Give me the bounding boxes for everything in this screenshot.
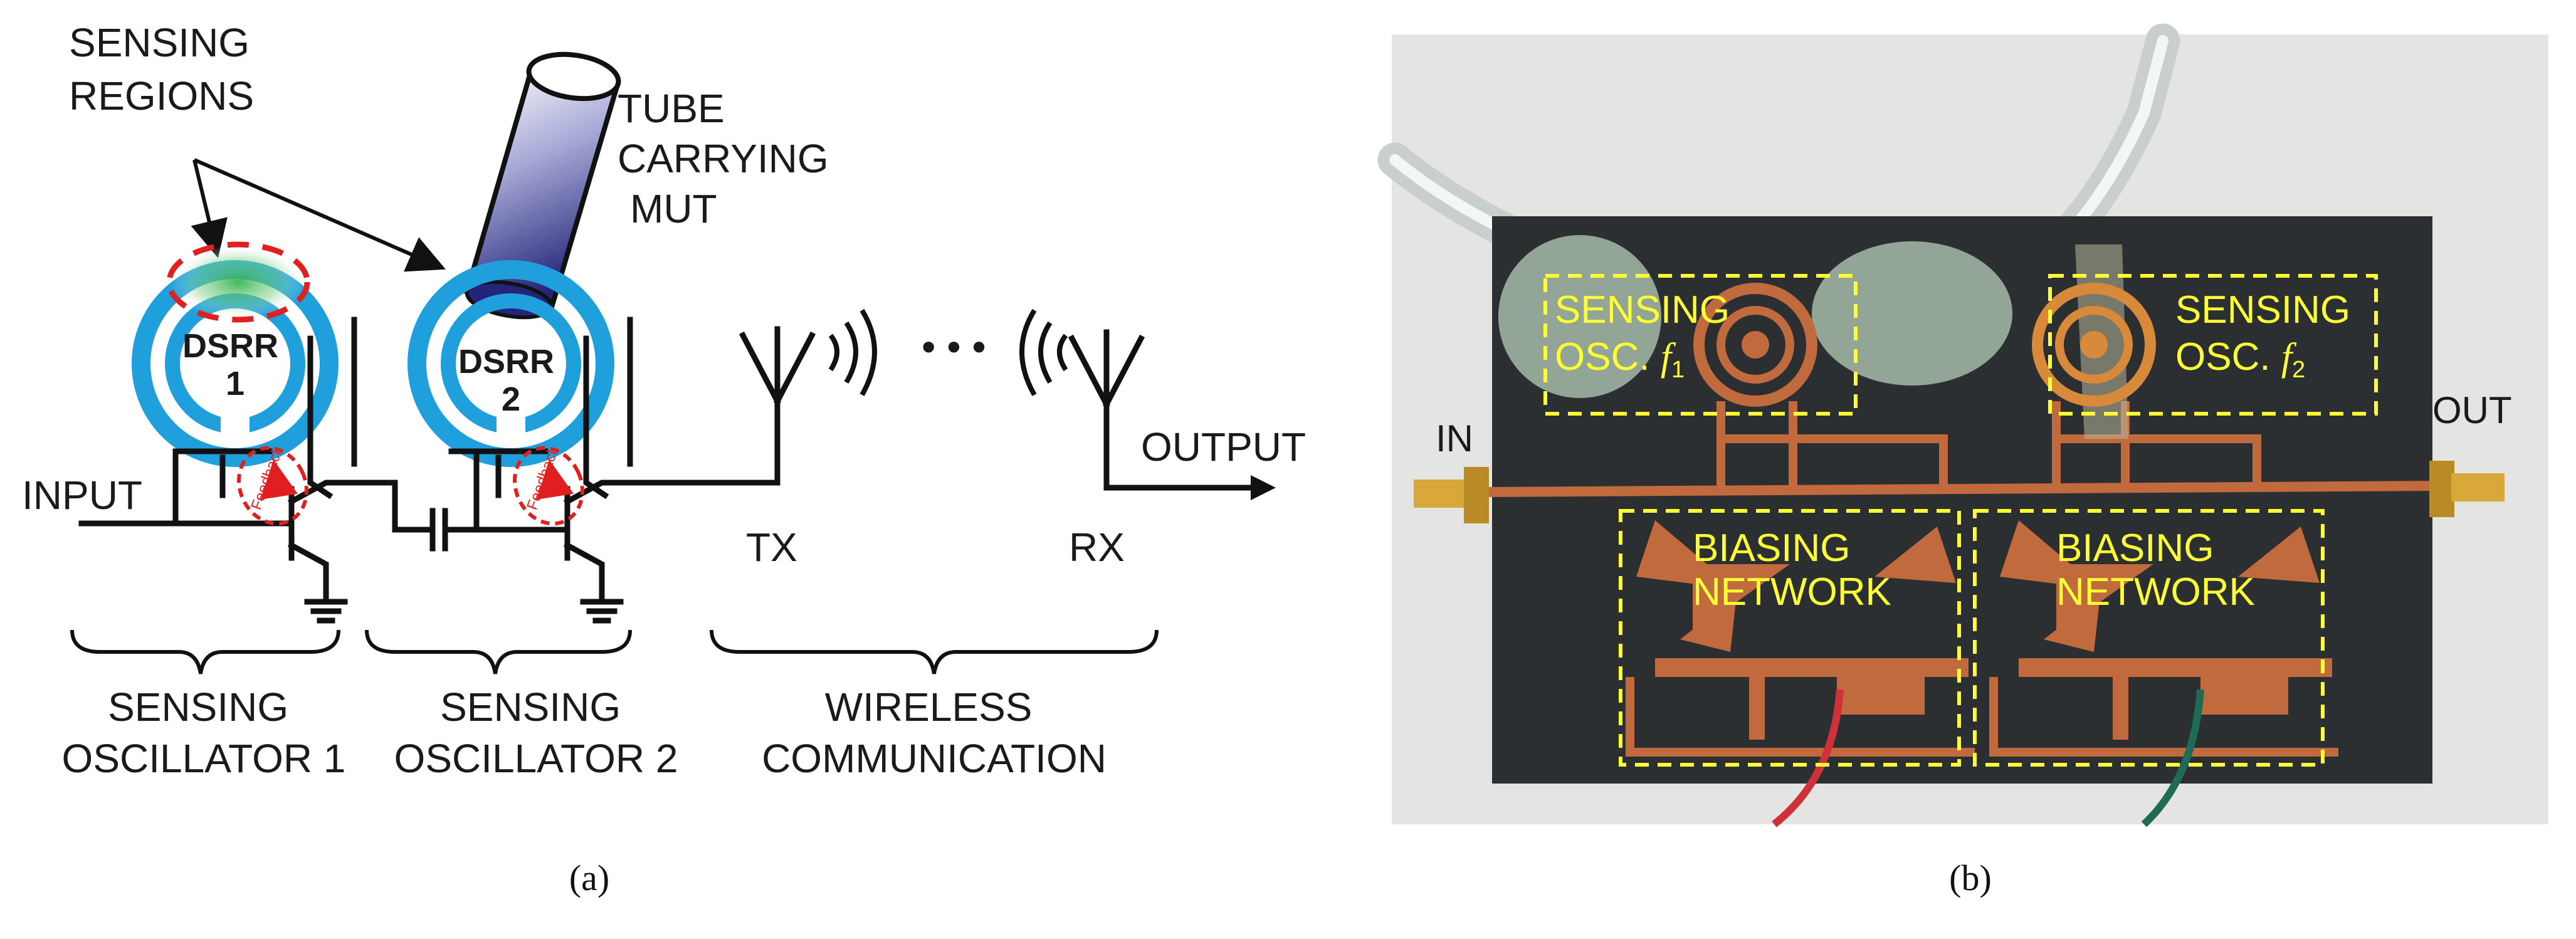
group-wireless-label: WIRELESS COMMUNICATION [762,685,1107,781]
dsrr-2-label: DSRR 2 [458,343,564,418]
feedback-loop-1 [237,446,308,526]
sma-connector-in [1414,467,1489,523]
sensing-region-marker [166,241,310,323]
sensing-regions-arrow-2 [193,158,446,272]
osc-2-box [2048,274,2378,416]
transmission-line [1485,481,2439,497]
resonator-2 [2032,244,2156,439]
in-label: IN [1436,417,1473,459]
dsrr-1: DSRR 1 [132,241,339,467]
panel-b-photo: SENSING OSC. f1 SENSING OSC. f2 BIASING … [1377,23,2548,898]
panel-a-schematic: SENSING REGIONS DSRR 1 TUBE CARRYING M [22,20,1306,898]
feedback-loop-2 [513,446,584,526]
green-bias-wire [2141,689,2204,827]
sensing-regions-arrow-1 [191,159,228,258]
sensing-regions-label: SENSING REGIONS [69,20,261,118]
group-oscillator-1-label: SENSING OSCILLATOR 1 [62,685,346,781]
out-label: OUT [2432,389,2512,431]
bias-1-label: BIASING NETWORK [1693,527,1891,614]
group-oscillator-2-label: SENSING OSCILLATOR 2 [394,685,678,781]
resonator-1 [1693,283,1817,407]
bias-1-box [1619,509,1961,767]
brace-oscillator-1 [70,629,340,674]
input-label: INPUT [22,473,142,518]
brace-wireless [710,629,1159,674]
red-bias-wire [1772,689,1844,827]
biasing-network-2-copper [1989,520,2338,757]
brace-oscillator-2 [365,629,632,674]
bias-2-label: BIASING NETWORK [2056,527,2255,614]
tx-antenna [739,308,877,406]
rx-antenna [1019,308,1276,500]
caption-b: (b) [1949,858,1992,898]
output-label: OUTPUT [1141,424,1306,470]
sensing-region-glow [169,244,307,320]
biasing-network-1-copper [1626,520,1975,757]
sma-connector-out [2429,461,2505,517]
osc-2-label: SENSING OSC. f2 [2175,288,2361,383]
tx-label: TX [746,525,797,570]
tube-label: TUBE CARRYING MUT [618,86,839,231]
rx-label: RX [1069,525,1125,570]
link-ellipsis: • • • [922,324,986,369]
glue-blob-right [1812,241,2012,386]
bias-2-box [1973,509,2325,767]
dsrr-1-label: DSRR 1 [182,327,288,402]
dsrr-2: DSRR 2 [407,260,614,467]
caption-a: (a) [569,858,609,898]
